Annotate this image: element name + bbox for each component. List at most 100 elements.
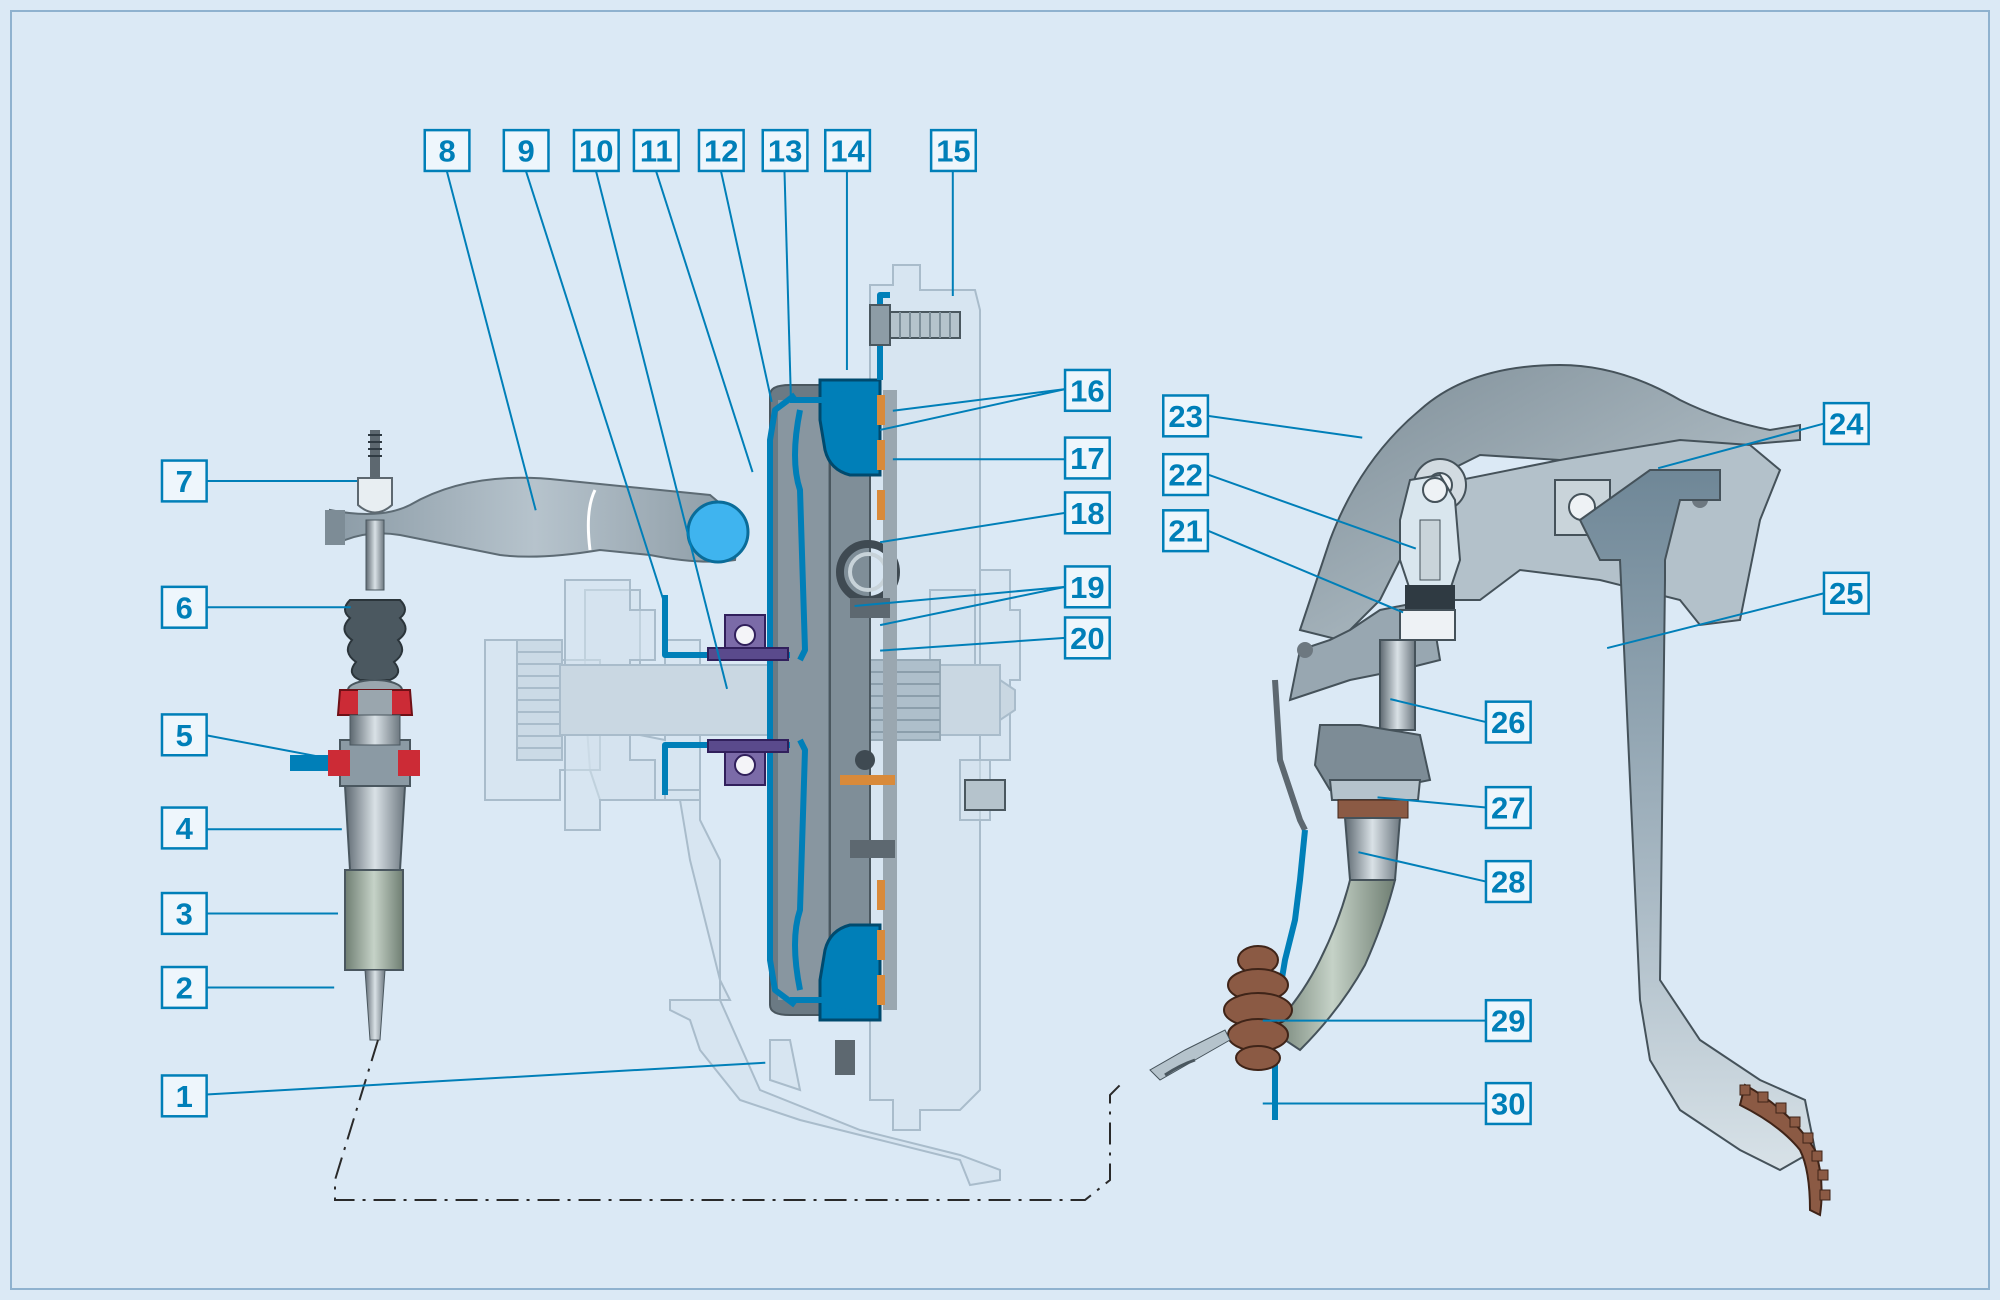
callout-17: 17 — [1063, 436, 1111, 480]
callout-label-12: 12 — [704, 134, 738, 169]
callout-21: 21 — [1162, 509, 1210, 553]
callout-24: 24 — [1822, 401, 1870, 446]
callout-7: 7 — [160, 459, 208, 503]
leader-lines — [203, 169, 1825, 1105]
leader-line-9 — [524, 169, 665, 600]
callout-box-7 — [160, 459, 208, 503]
callout-11: 11 — [632, 128, 680, 173]
callout-box-18 — [1063, 491, 1111, 535]
callout-16: 16 — [1063, 368, 1111, 413]
callout-2: 2 — [160, 965, 208, 1010]
leader-line-8 — [445, 169, 537, 511]
callout-box-26 — [1484, 700, 1532, 744]
callout-13: 13 — [761, 128, 809, 173]
clutch-cover — [769, 379, 871, 1021]
release-bearing — [707, 614, 789, 786]
callout-5: 5 — [160, 713, 208, 757]
clutch-disc — [835, 390, 900, 1075]
outer-frame — [10, 10, 1990, 1290]
input-gear — [516, 639, 563, 761]
callout-label-16: 16 — [1070, 373, 1104, 408]
callout-box-19 — [1063, 565, 1111, 609]
callout-4: 4 — [160, 806, 208, 850]
callout-label-10: 10 — [579, 134, 613, 169]
leader-line-11 — [654, 169, 754, 473]
callout-15: 15 — [929, 128, 978, 173]
callout-19: 19 — [1063, 565, 1111, 609]
callout-box-15 — [929, 128, 978, 173]
callout-box-21 — [1162, 509, 1210, 553]
callout-label-28: 28 — [1491, 865, 1525, 900]
callout-box-20 — [1063, 616, 1111, 660]
callout-label-15: 15 — [936, 134, 970, 169]
callout-box-25 — [1822, 571, 1870, 615]
callout-1: 1 — [160, 1074, 208, 1118]
callout-label-11: 11 — [640, 134, 673, 169]
callout-label-6: 6 — [176, 590, 193, 625]
callout-label-7: 7 — [176, 464, 193, 499]
callout-label-24: 24 — [1829, 407, 1864, 442]
callout-label-13: 13 — [768, 134, 802, 169]
callout-label-23: 23 — [1168, 399, 1202, 434]
pedal-cable-parts — [1149, 473, 1462, 1120]
callout-10: 10 — [572, 128, 620, 173]
leader-line-28 — [1358, 851, 1487, 883]
clutch-pedal — [1578, 469, 1831, 1217]
callout-box-6 — [160, 585, 208, 629]
callout-box-2 — [160, 965, 208, 1010]
leader-line-22 — [1207, 473, 1417, 550]
callout-box-14 — [824, 128, 872, 173]
callout-22: 22 — [1162, 452, 1210, 497]
callout-25: 25 — [1822, 571, 1870, 615]
callout-box-22 — [1162, 452, 1210, 497]
callout-box-28 — [1484, 859, 1532, 904]
callout-label-14: 14 — [830, 134, 865, 169]
callout-box-5 — [160, 713, 208, 757]
callout-box-11 — [632, 128, 680, 173]
leader-line-19-1 — [854, 585, 1066, 607]
callout-30: 30 — [1484, 1081, 1532, 1126]
callout-box-27 — [1484, 785, 1532, 830]
leader-line-25 — [1606, 592, 1825, 650]
callout-8: 8 — [423, 128, 471, 173]
callout-3: 3 — [160, 891, 208, 936]
callout-9: 9 — [502, 128, 550, 173]
leader-line-5 — [203, 733, 326, 759]
callout-label-22: 22 — [1168, 458, 1202, 493]
callout-label-29: 29 — [1491, 1004, 1525, 1039]
callout-14: 14 — [824, 128, 872, 173]
leader-line-23 — [1207, 414, 1363, 439]
callout-box-1 — [160, 1074, 208, 1118]
callout-box-4 — [160, 806, 208, 850]
callout-label-20: 20 — [1070, 621, 1104, 656]
callout-box-12 — [697, 128, 745, 173]
callout-label-30: 30 — [1491, 1087, 1525, 1122]
callout-28: 28 — [1484, 859, 1532, 904]
callout-label-25: 25 — [1829, 576, 1863, 611]
leader-line-16-1 — [892, 388, 1066, 412]
flywheel-bolt — [869, 304, 1006, 811]
leader-line-24 — [1657, 422, 1825, 470]
callout-box-30 — [1484, 1081, 1532, 1126]
leader-line-19-2 — [879, 585, 1066, 627]
leader-line-12 — [719, 169, 773, 403]
callout-20: 20 — [1063, 616, 1111, 660]
leader-line-27 — [1377, 796, 1487, 809]
callout-box-24 — [1822, 401, 1870, 446]
callout-box-3 — [160, 891, 208, 936]
callout-label-21: 21 — [1168, 514, 1202, 549]
callout-label-1: 1 — [176, 1079, 193, 1114]
callout-box-29 — [1484, 998, 1532, 1043]
callout-box-13 — [761, 128, 809, 173]
callout-label-9: 9 — [518, 134, 535, 169]
callout-box-23 — [1162, 394, 1210, 438]
cable-assembly-left — [290, 430, 420, 1041]
callout-27: 27 — [1484, 785, 1532, 830]
callout-box-8 — [423, 128, 471, 173]
callout-12: 12 — [697, 128, 745, 173]
dash-dot-cable — [334, 1039, 1121, 1201]
leader-line-10 — [594, 169, 729, 690]
